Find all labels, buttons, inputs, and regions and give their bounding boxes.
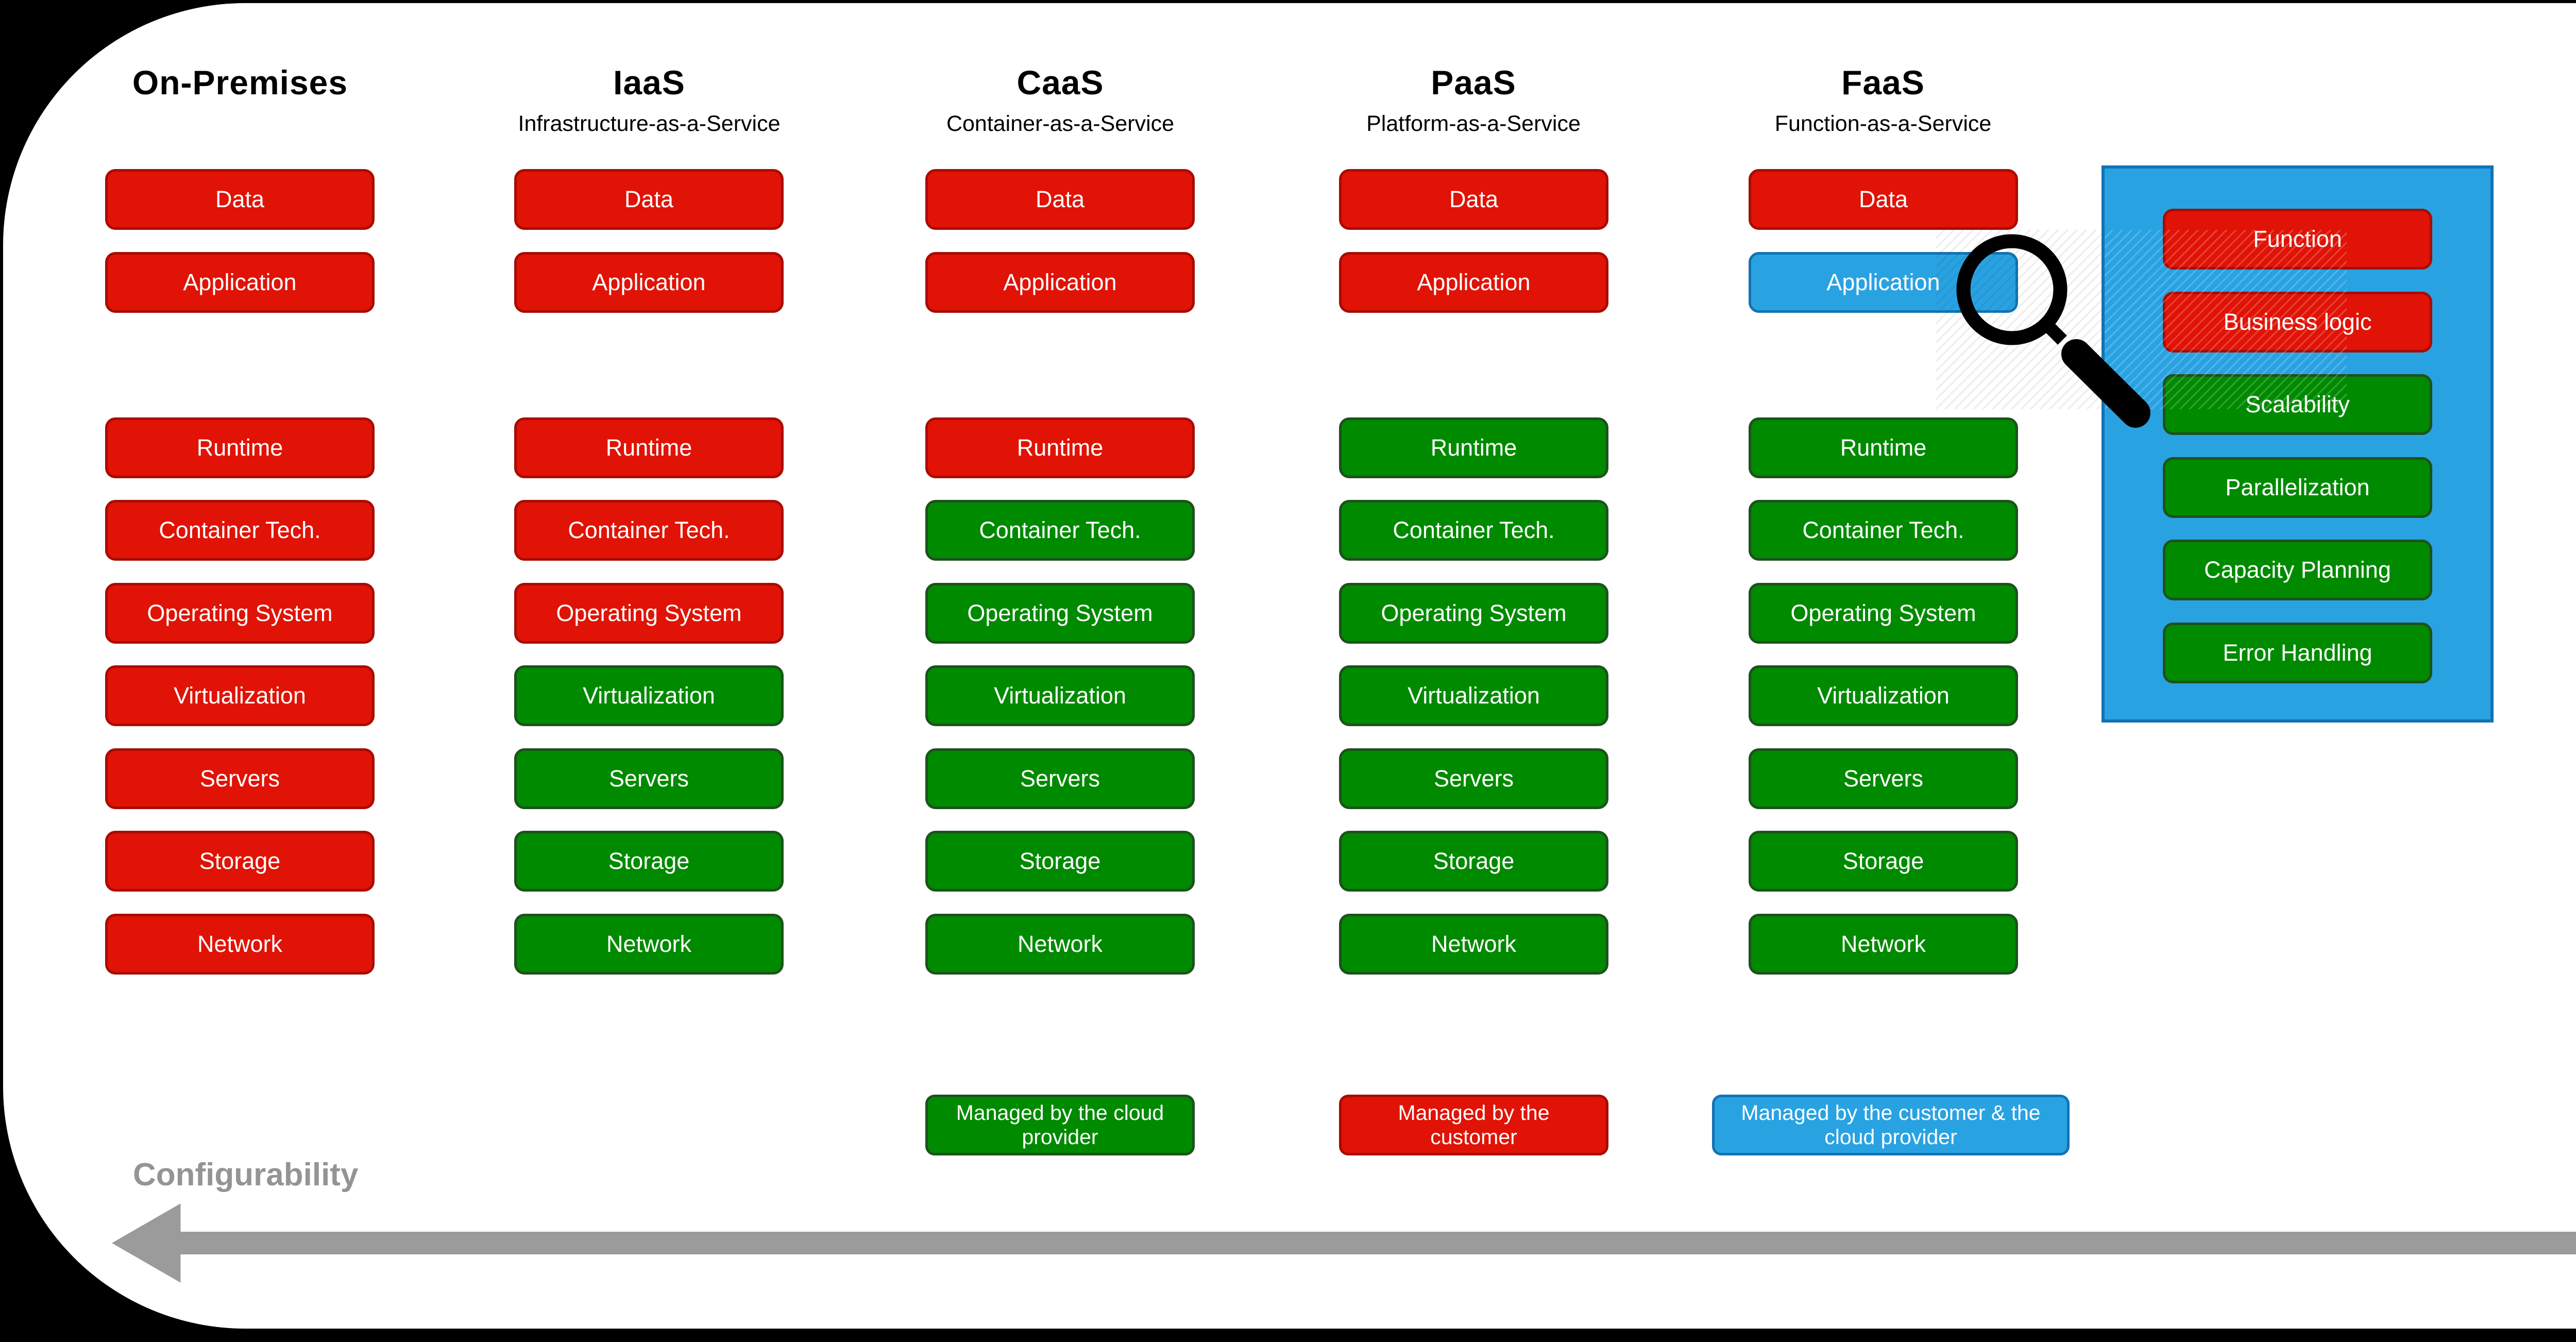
column-title: FaaS [1841, 63, 1925, 102]
layer-box-caas-network: Network [925, 914, 1195, 975]
legend-customer: Managed by the customer [1339, 1095, 1608, 1155]
layer-box-faas-storage: Storage [1749, 831, 2018, 892]
layer-box-faas-data: Data [1749, 169, 2018, 230]
detail-box-function: Function [2163, 209, 2432, 270]
layer-box-paas-data: Data [1339, 169, 1608, 230]
layer-box-paas-application: Application [1339, 252, 1608, 313]
layer-box-onprem-operating-system: Operating System [105, 583, 375, 644]
layer-box-onprem-data: Data [105, 169, 375, 230]
layer-box-onprem-network: Network [105, 914, 375, 975]
layer-box-onprem-storage: Storage [105, 831, 375, 892]
layer-box-onprem-application: Application [105, 252, 375, 313]
column-subtitle: Software-as-a-Service [2527, 111, 2576, 137]
legend-cloud-provider: Managed by the cloud provider [925, 1095, 1195, 1155]
layer-box-caas-virtualization: Virtualization [925, 665, 1195, 726]
detail-box-business-logic: Business logic [2163, 292, 2432, 353]
column-subtitle: Platform-as-a-Service [1366, 111, 1581, 136]
layer-box-iaas-storage: Storage [514, 831, 784, 892]
column-header-paas: PaaS Platform-as-a-Service [1242, 63, 1705, 137]
column-header-faas: FaaS Function-as-a-Service [1651, 63, 2115, 137]
layer-box-paas-container-tech: Container Tech. [1339, 500, 1608, 561]
layer-box-iaas-virtualization: Virtualization [514, 665, 784, 726]
layer-box-paas-virtualization: Virtualization [1339, 665, 1608, 726]
layer-box-caas-storage: Storage [925, 831, 1195, 892]
axis-label-configurability: Configurability [133, 1157, 359, 1193]
column-header-on-premises: On-Premises [8, 63, 472, 136]
layer-box-caas-servers: Servers [925, 748, 1195, 809]
layer-box-paas-storage: Storage [1339, 831, 1608, 892]
column-subtitle [8, 111, 472, 136]
layer-box-caas-container-tech: Container Tech. [925, 500, 1195, 561]
column-subtitle: Infrastructure-as-a-Service [518, 111, 781, 136]
layer-box-iaas-application: Application [514, 252, 784, 313]
detail-box-scalability: Scalability [2163, 374, 2432, 435]
layer-box-iaas-servers: Servers [514, 748, 784, 809]
layer-box-caas-data: Data [925, 169, 1195, 230]
layer-box-onprem-container-tech: Container Tech. [105, 500, 375, 561]
column-subtitle: Function-as-a-Service [1774, 111, 1992, 136]
detail-box-error-handling: Error Handling [2163, 623, 2432, 683]
column-title: PaaS [1431, 63, 1516, 102]
column-title: IaaS [613, 63, 685, 102]
layer-box-caas-application: Application [925, 252, 1195, 313]
layer-box-onprem-servers: Servers [105, 748, 375, 809]
column-header-caas: CaaS Container-as-a-Service [828, 63, 1292, 137]
layer-box-iaas-runtime: Runtime [514, 417, 784, 478]
layer-box-iaas-operating-system: Operating System [514, 583, 784, 644]
zoom-cone-hatch [1936, 230, 2102, 409]
layer-box-faas-operating-system: Operating System [1749, 583, 2018, 644]
layer-box-caas-operating-system: Operating System [925, 583, 1195, 644]
column-header-saas: SaaS Software-as-a-Service [2527, 63, 2576, 137]
layer-box-onprem-runtime: Runtime [105, 417, 375, 478]
layer-box-iaas-network: Network [514, 914, 784, 975]
zoom-cone-hatch-overlay [2105, 230, 2347, 409]
detail-box-parallelization: Parallelization [2163, 457, 2432, 518]
column-header-iaas: IaaS Infrastructure-as-a-Service [417, 63, 881, 137]
layer-box-faas-runtime: Runtime [1749, 417, 2018, 478]
column-title: CaaS [1016, 63, 1104, 102]
layer-box-caas-runtime: Runtime [925, 417, 1195, 478]
column-title: SaaS [2527, 63, 2576, 102]
layer-box-onprem-virtualization: Virtualization [105, 665, 375, 726]
layer-box-faas-container-tech: Container Tech. [1749, 500, 2018, 561]
layer-box-paas-network: Network [1339, 914, 1608, 975]
layer-box-faas-servers: Servers [1749, 748, 2018, 809]
layer-box-iaas-data: Data [514, 169, 784, 230]
layer-box-faas-network: Network [1749, 914, 2018, 975]
column-subtitle: Container-as-a-Service [946, 111, 1175, 136]
column-title: On-Premises [132, 63, 348, 102]
detail-box-capacity-planning: Capacity Planning [2163, 540, 2432, 600]
layer-box-paas-servers: Servers [1339, 748, 1608, 809]
legend-customer-and-cloud-provider: Managed by the customer & the cloud prov… [1712, 1095, 2070, 1155]
layer-box-faas-virtualization: Virtualization [1749, 665, 2018, 726]
layer-box-paas-runtime: Runtime [1339, 417, 1608, 478]
layer-box-iaas-container-tech: Container Tech. [514, 500, 784, 561]
layer-box-paas-operating-system: Operating System [1339, 583, 1608, 644]
